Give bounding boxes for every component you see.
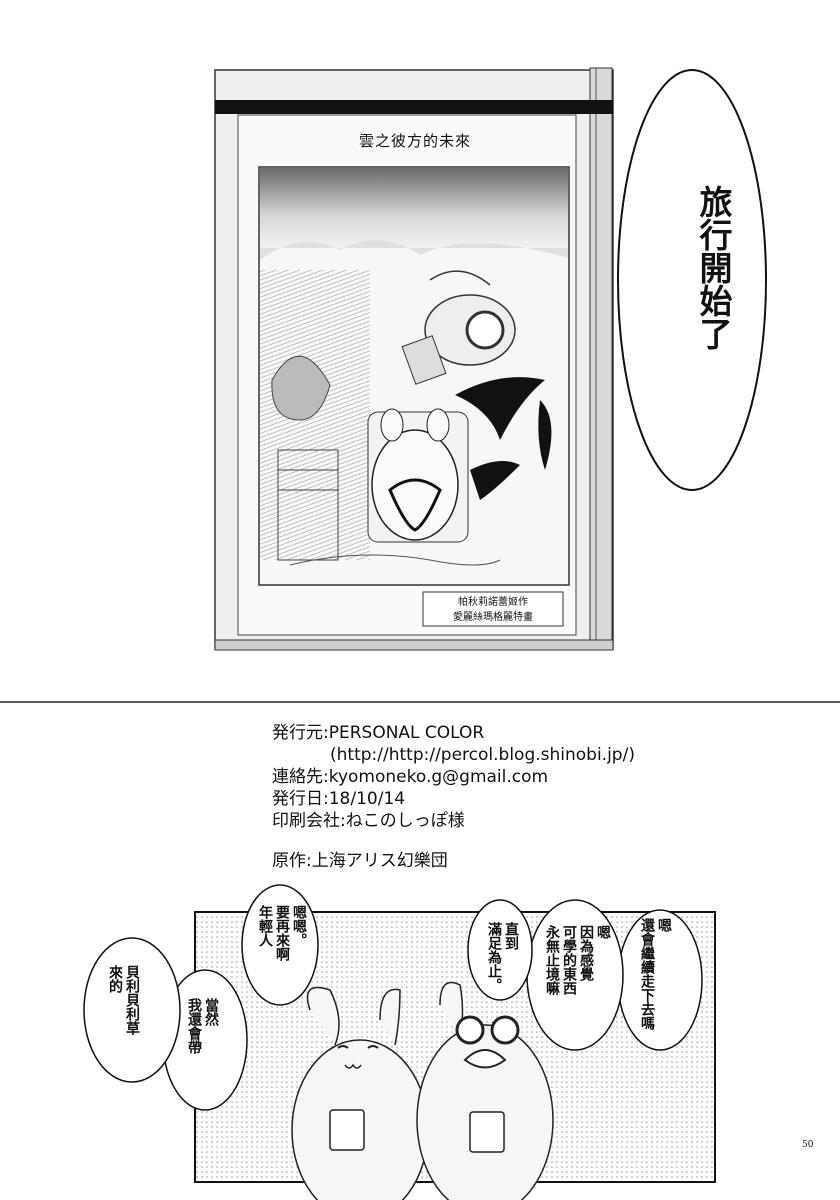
colophon-url: (http://http://percol.blog.shinobi.jp/) <box>330 745 635 765</box>
colophon-printer: 印刷会社:ねこのしっぽ様 <box>272 811 465 831</box>
credit-author: 帕秋莉諾蕾姬作 <box>458 597 528 608</box>
colophon-original: 原作:上海アリス幻樂団 <box>272 851 448 871</box>
colophon-contact: 連絡先:kyomoneko.g@gmail.com <box>272 767 549 787</box>
speech-bubble-6: 貝利貝利草 來的 <box>107 965 140 1035</box>
colophon: 発行元:PERSONAL COLOR (http://http://percol… <box>272 722 635 872</box>
speech-main-text: 旅行開始了 <box>694 185 733 350</box>
credit-illustrator: 愛麗絲瑪格麗特畫 <box>453 612 533 623</box>
book-credit: 帕秋莉諾蕾姬作 愛麗絲瑪格麗特畫 <box>428 595 558 625</box>
speech-bubble-2: 嗯 因為感覺 可學的東西 永無止境嘛 <box>544 925 611 995</box>
page-number: 50 <box>802 1140 814 1150</box>
speech-bubble-4: 嗯嗯。 要再來啊 年輕人 <box>257 905 307 961</box>
speech-balloon-main <box>617 69 767 491</box>
speech-bubble-3: 直到 滿足為止。 <box>486 922 519 992</box>
book-illustration <box>214 67 614 651</box>
book-title: 雲之彼方的未來 <box>358 132 471 150</box>
speech-bubble-5: 當然 我還會帶 <box>186 998 219 1054</box>
colophon-date: 発行日:18/10/14 <box>272 789 406 809</box>
colophon-publisher: 発行元:PERSONAL COLOR <box>272 723 485 743</box>
speech-bubble-1: 嗯 還會繼續走下去嗎 <box>639 918 672 1030</box>
comic-panel <box>83 884 716 1200</box>
